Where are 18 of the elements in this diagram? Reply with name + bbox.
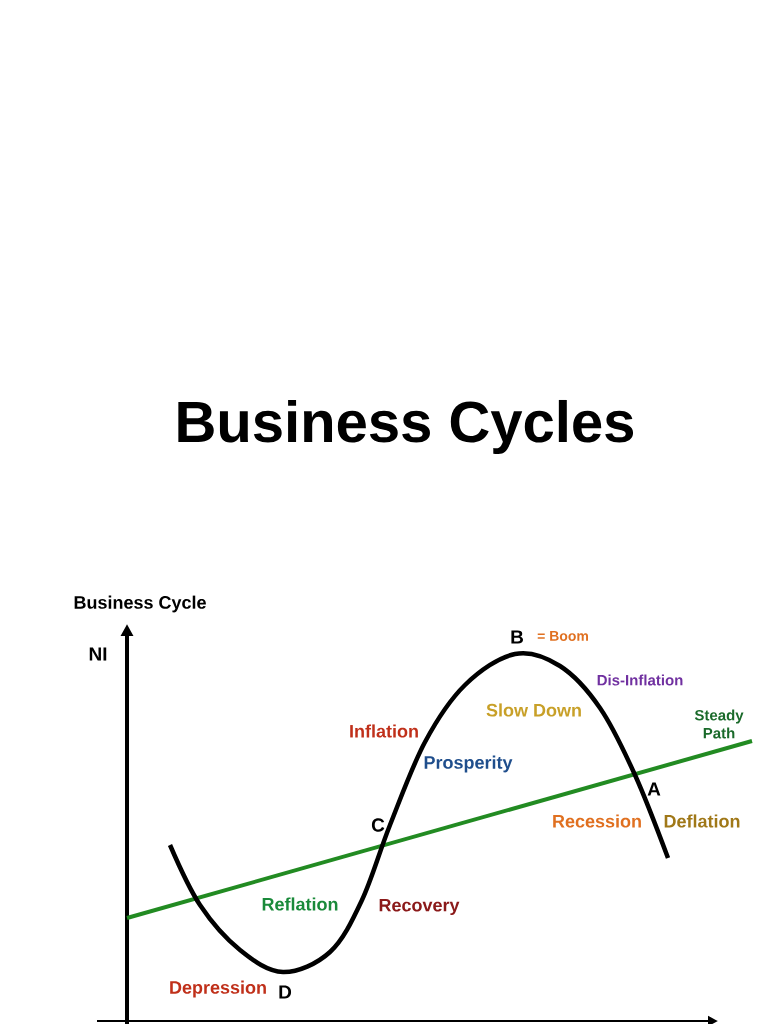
phase-label: Recovery	[379, 898, 460, 916]
phase-label: Recession	[553, 814, 641, 828]
axis-label: NI	[89, 647, 107, 661]
point-label: A	[647, 782, 661, 796]
phase-label: Slow Down	[486, 703, 581, 717]
phase-label: Deflation	[664, 814, 740, 828]
point-label: D	[279, 985, 292, 999]
title: Business Cycles	[178, 399, 634, 455]
chart-heading: Business Cycle	[74, 595, 206, 613]
phase-label: = Boom	[537, 631, 588, 641]
phase-label: Inflation	[350, 724, 418, 738]
phase-label: Depression	[170, 980, 266, 998]
point-label: C	[371, 818, 385, 832]
line-label: Steady Path	[694, 709, 744, 739]
phase-label: Reflation	[262, 897, 338, 911]
phase-label: Prosperity	[424, 755, 513, 773]
point-label: B	[511, 630, 523, 644]
phase-label: Dis-Inflation	[597, 674, 683, 686]
